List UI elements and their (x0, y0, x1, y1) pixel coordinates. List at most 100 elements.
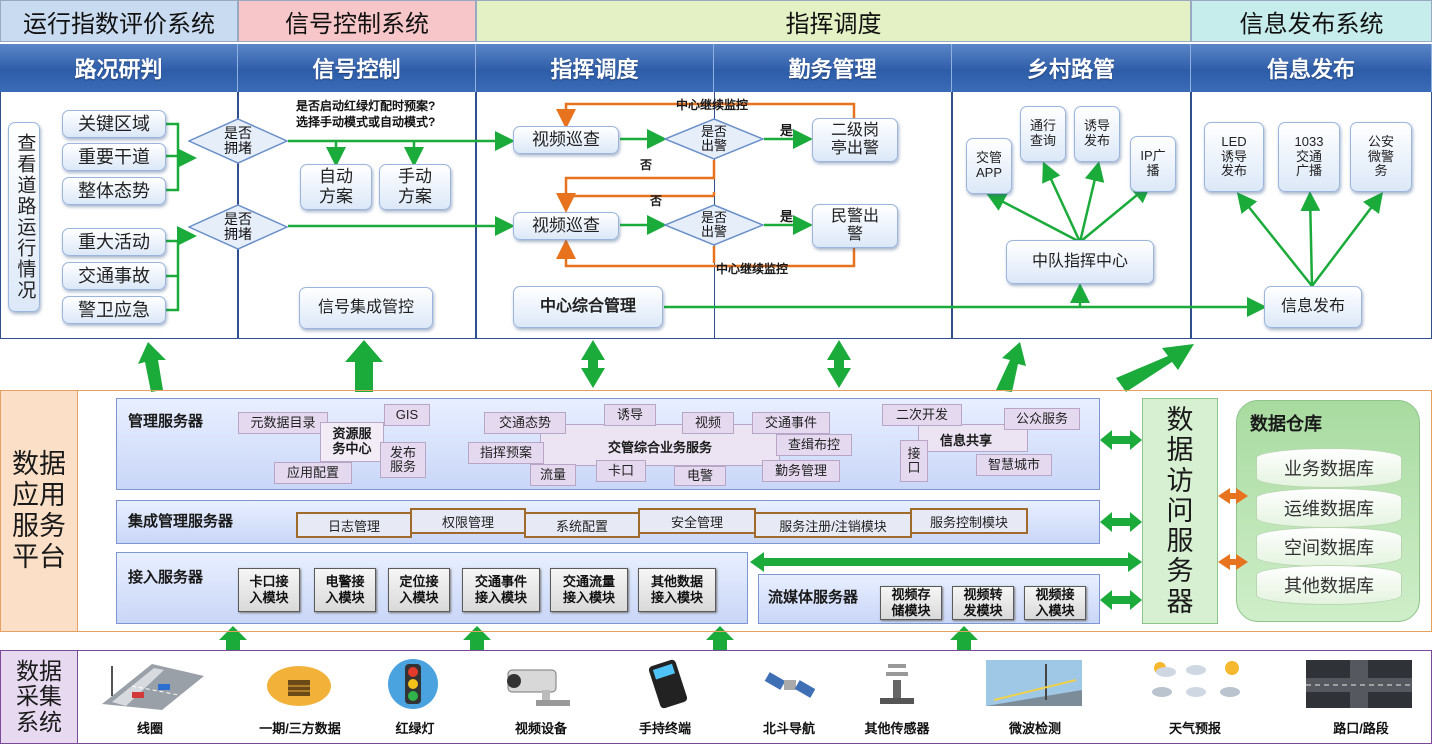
collection-item-label: 路口/路段 (1333, 721, 1389, 736)
other-db[interactable]: 其他数据库 (1256, 565, 1402, 605)
flow-tag[interactable]: 流量 (530, 464, 576, 486)
epolice-access-module[interactable]: 电警接 入模块 (314, 568, 376, 612)
system-tab-info-publish[interactable]: 信息发布系统 (1191, 0, 1432, 42)
other-access-module[interactable]: 其他数据 接入模块 (638, 568, 716, 612)
location-access-module[interactable]: 定位接 入模块 (388, 568, 450, 612)
video-tag[interactable]: 视频 (682, 412, 734, 434)
road-status-view[interactable]: 查看道路运行情况 (8, 122, 40, 312)
traffic-state-tag[interactable]: 交通态势 (484, 412, 566, 434)
system-tab-operation-index[interactable]: 运行指数评价系统 (0, 0, 238, 42)
police-dispatch-box[interactable]: 民警出 警 (812, 204, 898, 248)
collection-item-label: 手持终端 (638, 721, 691, 736)
secondary-dev-tag[interactable]: 二次开发 (882, 404, 962, 426)
e-police-tag[interactable]: 电警 (674, 466, 726, 486)
header-duty: 勤务管理 (714, 44, 952, 92)
header-command: 指挥调度 (476, 44, 714, 92)
video-forward-module[interactable]: 视频转 发模块 (952, 586, 1014, 620)
traffic-accident-item[interactable]: 交通事故 (62, 262, 166, 290)
beidou-satellite-icon (764, 672, 816, 698)
video-patrol-top[interactable]: 视频巡查 (513, 126, 619, 154)
resource-center[interactable]: 资源服 务中心 (320, 422, 384, 462)
collection-item-label: 线圈 (136, 721, 163, 736)
access-server-title: 接入服务器 (128, 569, 204, 586)
police-wechat-box[interactable]: 公安 微警 务 (1350, 122, 1412, 192)
guide-publish-box[interactable]: 诱导 发布 (1074, 106, 1120, 162)
overall-situation-item[interactable]: 整体态势 (62, 177, 166, 205)
congestion-diamond-bottom-label: 是否 拥堵 (224, 210, 252, 242)
video-patrol-bottom[interactable]: 视频巡查 (513, 212, 619, 240)
traffic-app-box[interactable]: 交管 APP (966, 138, 1012, 194)
security-mgmt[interactable]: 安全管理 (638, 508, 756, 534)
broadcast-1033-box[interactable]: 1033 交通 广播 (1278, 122, 1340, 192)
video-storage-module[interactable]: 视频存 储模块 (880, 586, 942, 620)
signal-integrated-control[interactable]: 信号集成管控 (299, 287, 433, 329)
interface-tag[interactable]: 接 口 (900, 440, 928, 482)
yes-label-2: 是 (780, 209, 794, 224)
gis-tag[interactable]: GIS (384, 404, 430, 426)
signal-question: 是否启动红绿灯配时预案? 选择手动模式或自动模式? (296, 99, 436, 130)
event-access-module[interactable]: 交通事件 接入模块 (462, 568, 540, 612)
congestion-diamond-top-label: 是否 拥堵 (224, 124, 252, 156)
smart-city-tag[interactable]: 智慧城市 (976, 454, 1052, 476)
traffic-event-tag[interactable]: 交通事件 (752, 412, 830, 434)
business-service-label: 交管综合业务服务 (608, 440, 713, 455)
business-service-block[interactable] (540, 424, 780, 466)
traffic-query-box[interactable]: 通行 查询 (1020, 106, 1066, 162)
traffic-light-icon (388, 659, 438, 709)
center-integrated-mgmt[interactable]: 中心综合管理 (513, 286, 663, 328)
checkpoint-tag[interactable]: 卡口 (596, 460, 646, 482)
third-party-data-icon (267, 666, 331, 706)
service-register[interactable]: 服务注册/注销模块 (754, 512, 912, 538)
release-service[interactable]: 发布 服务 (380, 442, 426, 478)
header-traffic-analysis: 路况研判 (0, 44, 238, 92)
log-mgmt[interactable]: 日志管理 (296, 512, 412, 538)
metadata-catalog[interactable]: 元数据目录 (238, 412, 328, 434)
dispatch-diamond-top (664, 118, 764, 160)
header-rural: 乡村路管 (952, 44, 1191, 92)
led-guide-box[interactable]: LED 诱导 发布 (1204, 122, 1264, 192)
system-tab-command-dispatch[interactable]: 指挥调度 (476, 0, 1191, 42)
app-config[interactable]: 应用配置 (274, 462, 352, 484)
data-warehouse-title: 数据仓库 (1250, 414, 1322, 434)
public-service-tag[interactable]: 公众服务 (1004, 408, 1080, 430)
guide-tag[interactable]: 诱导 (604, 404, 656, 426)
dispatch-diamond-top-label: 是否 出警 (700, 123, 727, 153)
post-dispatch-box[interactable]: 二级岗 亭出警 (812, 118, 898, 162)
security-emergency-item[interactable]: 警卫应急 (62, 296, 166, 324)
microwave-detection-icon (986, 660, 1082, 706)
ip-broadcast-box[interactable]: IP广 播 (1130, 136, 1176, 192)
streaming-server-title: 流媒体服务器 (768, 589, 859, 606)
video-access-module[interactable]: 视频接 入模块 (1024, 586, 1086, 620)
command-plan-tag[interactable]: 指挥预案 (468, 442, 544, 464)
congestion-diamond-top (188, 118, 288, 164)
other-sensor-icon (880, 664, 914, 704)
video-camera-icon (507, 669, 570, 706)
info-publish-box[interactable]: 信息发布 (1264, 286, 1362, 328)
flow-access-module[interactable]: 交通流量 接入模块 (550, 568, 628, 612)
data-access-server[interactable]: 数 据 访 问 服 务 器 (1142, 398, 1218, 624)
congestion-diamond-bottom (188, 204, 288, 250)
collection-item-label: 微波检测 (1008, 721, 1061, 736)
stop-control-tag[interactable]: 查缉布控 (776, 434, 852, 456)
integration-server-title: 集成管理服务器 (128, 513, 234, 530)
permission-mgmt[interactable]: 权限管理 (410, 508, 526, 534)
collection-item-label: 北斗导航 (762, 721, 815, 736)
collection-item-label: 红绿灯 (395, 721, 435, 736)
key-area-item[interactable]: 关键区域 (62, 110, 166, 138)
system-tab-signal-control[interactable]: 信号控制系统 (238, 0, 476, 42)
system-config[interactable]: 系统配置 (524, 512, 640, 538)
squad-command-center[interactable]: 中队指挥中心 (1006, 240, 1154, 284)
dispatch-diamond-bottom-label: 是否 出警 (700, 209, 727, 239)
checkpoint-access-module[interactable]: 卡口接 入模块 (238, 568, 300, 612)
monitor-label-bottom: 中心继续监控 (716, 262, 789, 276)
service-control[interactable]: 服务控制模块 (910, 508, 1028, 534)
auto-plan-button[interactable]: 自动 方案 (300, 164, 372, 210)
major-event-item[interactable]: 重大活动 (62, 228, 166, 256)
collection-label: 数据 采集 系统 (0, 650, 78, 744)
manual-plan-button[interactable]: 手动 方案 (379, 164, 451, 210)
ops-db[interactable]: 运维数据库 (1256, 488, 1402, 528)
major-road-item[interactable]: 重要干道 (62, 143, 166, 171)
spatial-db[interactable]: 空间数据库 (1256, 527, 1402, 567)
duty-mgmt-tag[interactable]: 勤务管理 (762, 460, 840, 482)
